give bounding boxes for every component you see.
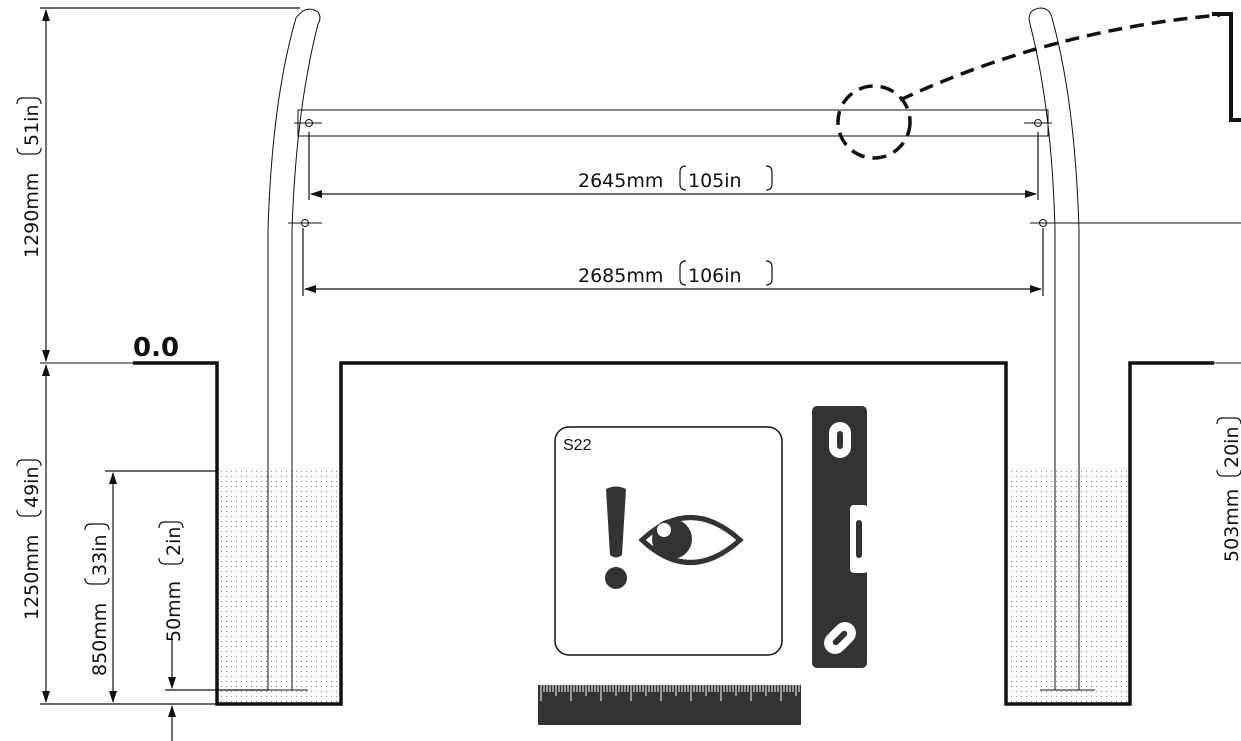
ruler-icon: [538, 685, 801, 725]
dim-depth-below-value: 1250mm: [21, 535, 43, 620]
dim-height-above-bracket: 51in: [21, 105, 43, 147]
instruction-card-code: S22: [563, 437, 592, 454]
detail-callout-circle: [836, 84, 912, 160]
dim-fill-depth-bracket: 33in: [89, 535, 111, 577]
foundation-outline: [40, 361, 1241, 706]
dim-fill-depth-value: 850mm: [89, 603, 111, 676]
dim-right-side-value: 503mm: [1221, 489, 1241, 562]
lower-fixings: [288, 219, 1241, 227]
instruction-card: S22: [554, 426, 783, 656]
eye-icon: [638, 515, 744, 565]
top-crossbar: [294, 109, 1052, 137]
dim-bottom-rail: 2685mm 106in: [302, 228, 1044, 296]
dim-base-gap: 50mm 2in: [158, 521, 268, 741]
exclamation-icon: [605, 486, 627, 589]
spirit-level-icon: [812, 406, 868, 668]
detail-box-edge: [1212, 12, 1241, 122]
dim-bottom-rail-bracket: 106in: [688, 265, 742, 287]
dim-base-gap-bracket: 2in: [163, 527, 185, 556]
dim-right-side-bracket: 20in: [1221, 427, 1241, 469]
dim-fill-depth: 850mm 33in: [84, 470, 217, 703]
left-concrete-fill: [219, 471, 339, 702]
dim-height-above-value: 1290mm: [21, 173, 43, 258]
dim-right-side: 503mm 20in: [1216, 417, 1241, 562]
dim-depth-below-bracket: 49in: [21, 467, 43, 509]
dim-top-rail-bracket: 105in: [688, 170, 742, 192]
dim-top-rail-value: 2645mm: [578, 170, 663, 192]
dim-height-above: 1290mm 51in: [16, 7, 300, 362]
dim-base-gap-value: 50mm: [163, 581, 185, 642]
right-concrete-fill: [1008, 471, 1128, 702]
left-post: [252, 8, 321, 691]
zero-level-label: 0.0: [133, 333, 179, 363]
dim-bottom-rail-value: 2685mm: [578, 265, 663, 287]
dim-depth-below: 1250mm 49in: [16, 364, 217, 705]
dim-top-rail: 2645mm 105in: [308, 132, 1039, 200]
detail-leader: [899, 13, 1221, 102]
